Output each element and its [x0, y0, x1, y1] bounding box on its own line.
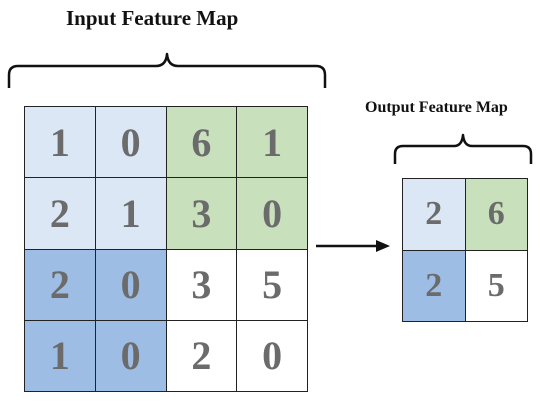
output-cell: 5: [465, 250, 527, 321]
input-brace: [7, 52, 327, 88]
input-cell: 0: [237, 178, 307, 249]
output-cell: 2: [403, 250, 465, 321]
output-cell: 6: [465, 179, 527, 250]
input-cell: 2: [166, 320, 237, 391]
input-cell: 0: [95, 320, 166, 391]
input-cell: 3: [166, 178, 237, 249]
input-cell: 5: [237, 249, 307, 320]
input-cell: 1: [237, 107, 307, 178]
input-cell: 1: [95, 178, 166, 249]
output-cell: 2: [403, 179, 465, 250]
input-feature-map-title: Input Feature Map: [66, 6, 239, 30]
output-feature-map-title: Output Feature Map: [365, 99, 508, 116]
input-cell: 2: [25, 178, 95, 249]
output-brace: [393, 133, 533, 164]
input-cell: 1: [25, 320, 95, 391]
arrow-right-icon: [316, 240, 390, 252]
input-cell: 0: [95, 249, 166, 320]
input-cell: 3: [166, 249, 237, 320]
input-cell: 0: [237, 320, 307, 391]
input-cell: 1: [25, 107, 95, 178]
input-cell: 6: [166, 107, 237, 178]
input-cell: 2: [25, 249, 95, 320]
input-cell: 0: [95, 107, 166, 178]
